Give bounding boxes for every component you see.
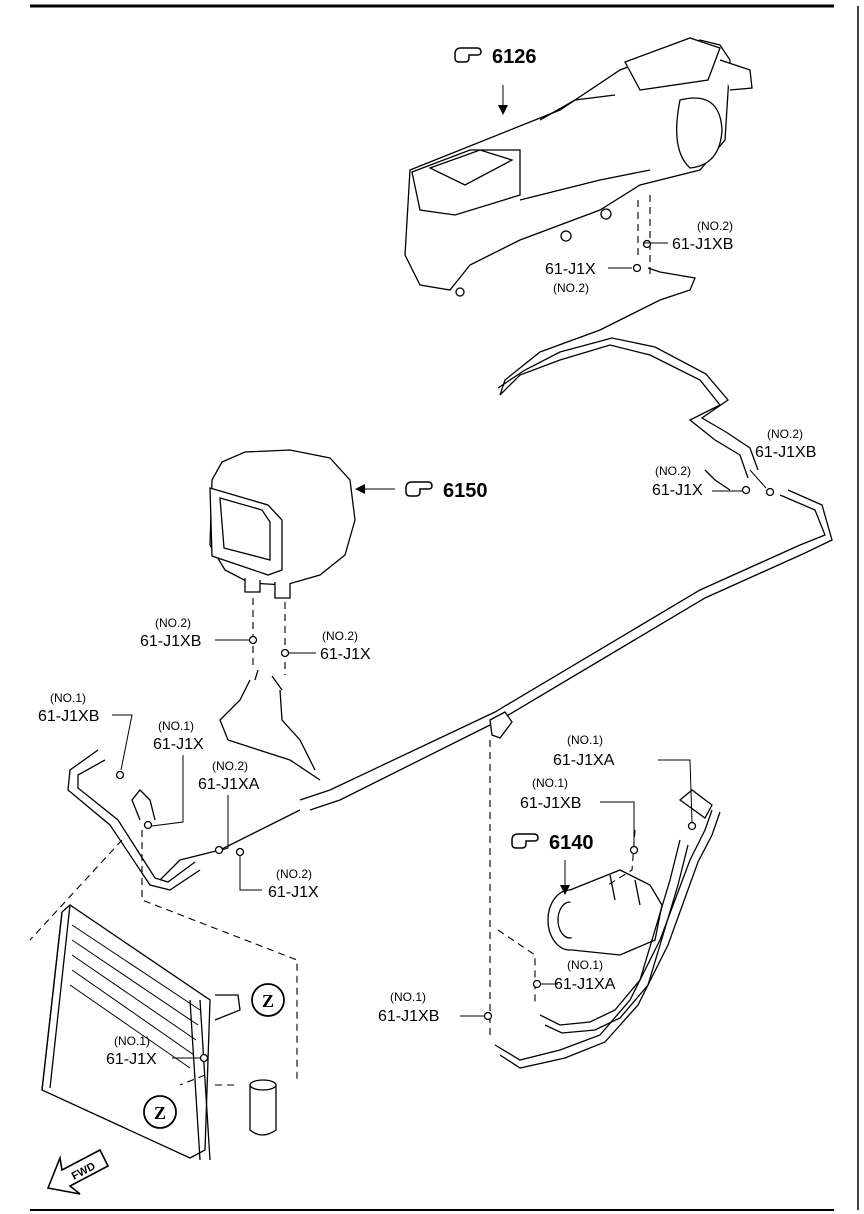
- o-ring: [483, 1011, 493, 1021]
- svg-text:(NO.1): (NO.1): [114, 1034, 150, 1048]
- ref-6126[interactable]: 6126: [454, 46, 537, 68]
- svg-text:61-J1XB: 61-J1XB: [378, 1008, 439, 1025]
- callout-c1: (NO.2) 61-J1XB: [672, 219, 733, 253]
- svg-text:Z: Z: [262, 991, 274, 1011]
- view-marker-z-1[interactable]: Z: [251, 983, 285, 1017]
- view-marker-z-2[interactable]: Z: [143, 1095, 177, 1129]
- callout-c11: (NO.1) 61-J1XA: [553, 733, 615, 769]
- svg-text:(NO.2): (NO.2): [767, 427, 803, 441]
- o-ring: [642, 239, 652, 249]
- svg-text:(NO.1): (NO.1): [532, 776, 568, 790]
- ref-6150-label: 6150: [443, 480, 488, 502]
- ref-6140-label: 6140: [549, 832, 594, 854]
- refrigerant-pipes: [67, 267, 833, 1069]
- callout-c15: (NO.1) 61-J1X: [106, 1034, 157, 1068]
- svg-text:(NO.2): (NO.2): [655, 464, 691, 478]
- o-ring: [143, 820, 153, 830]
- svg-text:(NO.2): (NO.2): [697, 219, 733, 233]
- callout-c7: (NO.1) 61-J1XB: [38, 691, 99, 725]
- svg-text:(NO.1): (NO.1): [390, 990, 426, 1004]
- svg-text:61-J1XA: 61-J1XA: [198, 776, 260, 793]
- svg-text:61-J1X: 61-J1X: [320, 646, 371, 663]
- o-rings: [115, 239, 775, 1063]
- blower-unit-6150: [209, 449, 356, 599]
- o-ring: [632, 263, 642, 273]
- condenser: [41, 904, 211, 1161]
- o-ring: [629, 845, 639, 855]
- o-ring: [235, 847, 245, 857]
- o-ring: [115, 770, 125, 780]
- svg-text:(NO.2): (NO.2): [322, 629, 358, 643]
- svg-text:61-J1XA: 61-J1XA: [553, 752, 615, 769]
- callout-c10: (NO.2) 61-J1X: [268, 867, 319, 901]
- svg-text:61-J1X: 61-J1X: [106, 1051, 157, 1068]
- svg-text:(NO.1): (NO.1): [158, 719, 194, 733]
- callout-c13: (NO.1) 61-J1XA: [554, 958, 616, 993]
- svg-text:(NO.2): (NO.2): [212, 759, 248, 773]
- ac-unit-6126: [404, 37, 753, 297]
- callout-c8: (NO.1) 61-J1X: [153, 719, 204, 753]
- svg-text:(NO.2): (NO.2): [553, 281, 589, 295]
- pointing-hand-icon: [405, 481, 433, 497]
- svg-text:61-J1X: 61-J1X: [545, 261, 596, 278]
- o-ring: [248, 635, 258, 645]
- svg-text:61-J1XB: 61-J1XB: [38, 708, 99, 725]
- svg-text:(NO.1): (NO.1): [567, 733, 603, 747]
- svg-text:61-J1X: 61-J1X: [153, 736, 204, 753]
- callout-c12: (NO.1) 61-J1XB: [520, 776, 581, 812]
- o-ring: [532, 979, 542, 989]
- callout-c5: (NO.2) 61-J1XB: [140, 616, 201, 650]
- svg-text:(NO.1): (NO.1): [50, 691, 86, 705]
- svg-text:(NO.2): (NO.2): [276, 867, 312, 881]
- callout-c4: (NO.2) 61-J1X: [652, 464, 703, 499]
- svg-text:61-J1XB: 61-J1XB: [672, 236, 733, 253]
- fwd-arrow-icon: FWD: [46, 1148, 110, 1195]
- svg-text:61-J1XB: 61-J1XB: [140, 633, 201, 650]
- ref-6150[interactable]: 6150: [405, 480, 488, 502]
- pointing-hand-icon: [511, 833, 539, 849]
- ref-6140[interactable]: 6140: [511, 832, 594, 854]
- o-ring: [280, 648, 290, 658]
- svg-text:(NO.1): (NO.1): [567, 958, 603, 972]
- svg-text:Z: Z: [154, 1103, 166, 1123]
- o-ring: [199, 1053, 209, 1063]
- callout-c9: (NO.2) 61-J1XA: [198, 759, 260, 793]
- svg-text:61-J1X: 61-J1X: [652, 482, 703, 499]
- pointing-hand-icon: [454, 47, 482, 63]
- callout-c2: 61-J1X (NO.2): [545, 261, 596, 295]
- o-ring: [741, 485, 751, 495]
- callout-c6: (NO.2) 61-J1X: [320, 629, 371, 663]
- svg-text:61-J1XB: 61-J1XB: [755, 444, 816, 461]
- o-ring: [687, 821, 697, 831]
- o-ring: [214, 845, 224, 855]
- ref-6126-label: 6126: [492, 46, 537, 68]
- svg-text:61-J1X: 61-J1X: [268, 884, 319, 901]
- svg-text:(NO.2): (NO.2): [155, 616, 191, 630]
- callout-c14: (NO.1) 61-J1XB: [378, 990, 439, 1025]
- o-ring: [765, 487, 775, 497]
- callout-c3: (NO.2) 61-J1XB: [755, 427, 816, 461]
- leader-lines: [112, 85, 767, 1059]
- receiver-drier: [249, 1079, 277, 1136]
- svg-text:61-J1XA: 61-J1XA: [554, 976, 616, 993]
- svg-text:61-J1XB: 61-J1XB: [520, 795, 581, 812]
